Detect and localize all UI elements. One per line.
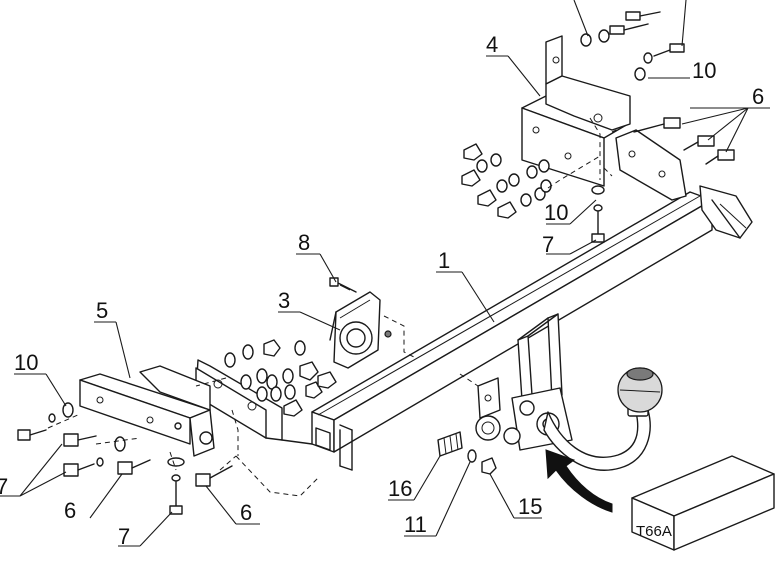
label-part-3: 3 xyxy=(278,288,290,313)
socket-plate xyxy=(329,291,392,369)
label-part-7-left: 7 xyxy=(0,474,8,499)
leader-lines xyxy=(0,0,770,547)
label-part-6-left: 6 xyxy=(64,498,76,523)
label-part-5: 5 xyxy=(96,298,108,323)
washers-nuts-left xyxy=(224,339,337,417)
label-part-1: 1 xyxy=(438,248,450,273)
product-box: T66A xyxy=(631,455,775,551)
bracket-4 xyxy=(521,35,687,201)
label-part-7-bottom: 7 xyxy=(118,524,130,549)
bolts-6-right xyxy=(633,117,735,165)
spring-washer-nut xyxy=(437,431,497,475)
label-part-15: 15 xyxy=(518,494,542,519)
left-side-plate xyxy=(195,359,313,445)
label-part-10-mid: 10 xyxy=(544,200,568,225)
label-part-10-left: 10 xyxy=(14,350,38,375)
box-label: T66A xyxy=(636,523,672,540)
bracket-5 xyxy=(79,365,215,457)
label-part-7-right: 7 xyxy=(542,232,554,257)
bolt-8 xyxy=(329,277,357,293)
label-part-10-top: 10 xyxy=(692,58,716,83)
label-part-6-bottom: 6 xyxy=(240,500,252,525)
label-part-4: 4 xyxy=(486,32,498,57)
bolts-left xyxy=(17,402,233,515)
bolt-7-right xyxy=(591,185,605,243)
label-part-11: 11 xyxy=(404,512,427,537)
label-part-6-right: 6 xyxy=(752,84,764,109)
rotation-arrow xyxy=(545,449,613,513)
tow-neck-assembly xyxy=(511,313,663,471)
socket-bracket xyxy=(475,377,521,445)
top-bolts xyxy=(580,11,685,81)
part-number-labels: 1 3 4 5 8 10 10 6 10 7 7 6 7 6 16 11 15 xyxy=(0,32,764,549)
label-part-8: 8 xyxy=(298,230,310,255)
main-crossbeam xyxy=(311,185,753,471)
assembly-dashed-lines xyxy=(47,117,621,497)
label-part-16: 16 xyxy=(388,476,412,501)
